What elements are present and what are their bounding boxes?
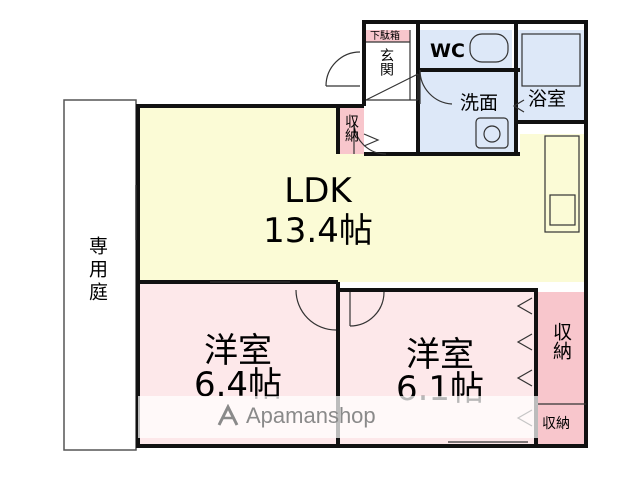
western-room-right-name: 洋室 <box>406 335 474 375</box>
ldk-area <box>140 106 584 282</box>
storage-ldk-label: 収納 <box>343 114 359 142</box>
storage-bottom-area <box>538 404 584 444</box>
western-room-left-name: 洋室 <box>204 331 272 371</box>
wc-area <box>418 30 512 70</box>
ldk-name: LDK <box>284 171 352 211</box>
shoe-box-label: 下駄箱 <box>370 31 400 42</box>
wc-label: WC <box>430 40 465 62</box>
bathroom-label: 浴室 <box>528 88 567 110</box>
washroom-label: 洗面 <box>460 92 499 114</box>
shoe-box-area <box>366 30 410 42</box>
private-garden-area <box>63 99 137 451</box>
entrance-label: 玄関 <box>378 48 394 76</box>
door-swings <box>295 51 453 331</box>
apamanshop-logo-icon <box>217 404 239 426</box>
storage-western-area <box>538 292 584 404</box>
watermark-band <box>138 396 538 438</box>
storage-ldk-area <box>338 106 364 154</box>
ldk-size: 13.4帖 <box>263 211 373 251</box>
storage-western-label: 収納 <box>550 322 572 360</box>
washroom-area <box>418 72 518 154</box>
thin-lines <box>135 30 586 443</box>
bathroom-area <box>518 30 584 120</box>
watermark-text: Apamanshop <box>246 403 376 428</box>
private-garden-label: 専用庭 <box>86 236 108 305</box>
storage-bottom-label: 収納 <box>542 416 570 432</box>
